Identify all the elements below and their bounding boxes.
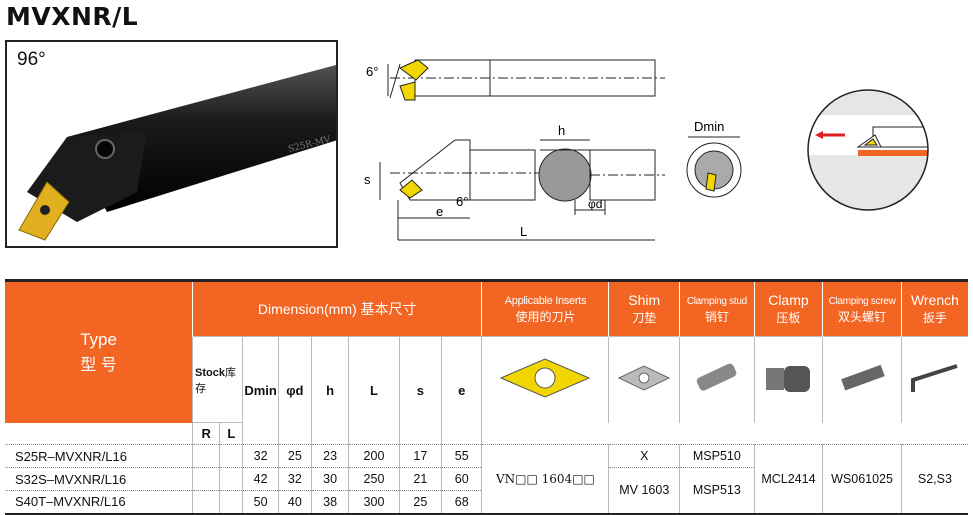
stock-header: Stock库存 [192, 336, 243, 423]
L-dimension-label: L [520, 224, 527, 239]
wrench-header: Wrench 扳手 [900, 279, 968, 337]
col-L: L [348, 336, 400, 445]
top-angle-label: 6° [366, 64, 378, 79]
type-header: Type 型 号 [5, 279, 193, 423]
tool-photo: 96° S25R-MV [5, 40, 338, 248]
wrench-image [900, 336, 968, 423]
dmin-label: Dmin [694, 119, 724, 134]
stud-header: Clamping stud 销钉 [679, 279, 755, 337]
screw-image [822, 336, 902, 423]
spec-table: Type 型 号 Dimension(mm) 基本尺寸 Applicable I… [5, 279, 968, 515]
col-e: e [441, 336, 482, 445]
s-dimension-label: s [364, 172, 371, 187]
col-d: φd [277, 336, 312, 445]
boring-bar-image: S25R-MV [18, 64, 336, 241]
table-row-type: S25R–MVXNR/L16 [5, 444, 193, 468]
d-dimension-label: φd [588, 197, 602, 211]
shim-header: Shim 刀垫 [608, 279, 680, 337]
e-dimension-label: e [436, 204, 443, 219]
screw-header: Clamping screw 双头螺钉 [822, 279, 902, 337]
page-title: MVXNR/L [6, 2, 139, 31]
stud-1: MSP510 [679, 444, 755, 468]
col-s: s [398, 336, 442, 445]
table-row-type: S40T–MVXNR/L16 [5, 490, 193, 514]
approach-angle-label: 96° [17, 49, 46, 70]
stud-2: MSP513 [679, 467, 755, 514]
insert-image [481, 336, 609, 423]
dimension-header: Dimension(mm) 基本尺寸 [192, 279, 482, 337]
insert-value: VN□□ 1604□□ [481, 444, 609, 514]
side-angle-label: 6° [456, 194, 468, 209]
clamp-header: Clamp 压板 [753, 279, 823, 337]
dmin-drawing: Dmin [686, 119, 742, 198]
stud-image [679, 336, 755, 423]
inserts-header: Applicable Inserts 使用的刀片 [481, 279, 609, 337]
clamp-value: MCL2414 [753, 444, 823, 514]
shim-value: MV 1603 [608, 467, 680, 514]
shim-image [608, 336, 680, 423]
wrench-value: S2,S3 [900, 444, 968, 514]
stock-R: R [192, 422, 220, 445]
screw-value: WS061025 [822, 444, 902, 514]
technical-drawing: 6° s e 6° L h φd [364, 59, 665, 241]
machining-illustration [807, 89, 929, 211]
shim-x: X [608, 444, 680, 468]
stock-L: L [219, 422, 243, 445]
col-h: h [310, 336, 349, 445]
table-row-type: S32S–MVXNR/L16 [5, 467, 193, 491]
h-dimension-label: h [558, 123, 565, 138]
clamp-image [753, 336, 823, 423]
col-dmin: Dmin [242, 336, 279, 445]
